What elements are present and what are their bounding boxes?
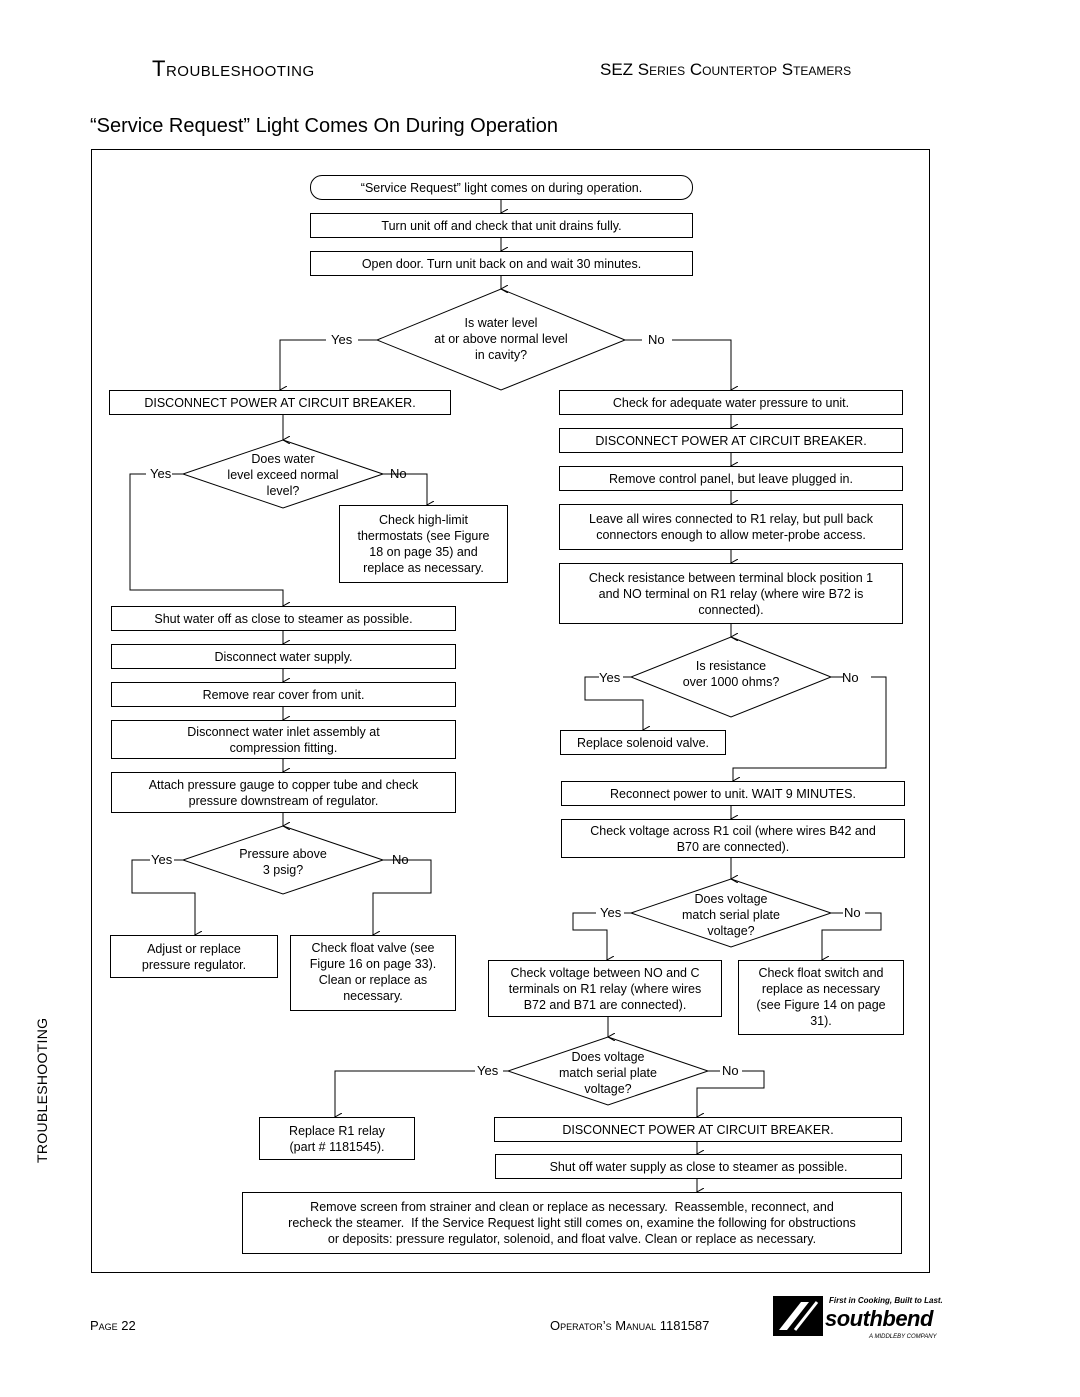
decision-water-level (375, 288, 627, 391)
step-check-drain: Turn unit off and check that unit drains… (310, 213, 693, 238)
decision-voltage-2 (506, 1036, 710, 1106)
decision-exceed (181, 439, 385, 509)
no-label: No (722, 1063, 739, 1078)
step-disconnect-power-left: DISCONNECT POWER AT CIRCUIT BREAKER. (109, 390, 451, 415)
no-label: No (390, 466, 407, 481)
step-attach-gauge: Attach pressure gauge to copper tube and… (111, 772, 456, 813)
product-header: SEZ Series Countertop Steamers (600, 60, 852, 79)
decision-resistance (629, 636, 833, 718)
page-title: “Service Request” Light Comes On During … (90, 115, 558, 137)
decision-water-level-text: Is water level at or above normal level … (434, 316, 568, 362)
step-check-resistance: Check resistance between terminal block … (559, 563, 903, 624)
step-check-float-switch: Check float switch and replace as necess… (738, 960, 904, 1035)
decision-pressure-text: Pressure above 3 psig? (239, 847, 327, 877)
logo-brand: southbend (825, 1306, 933, 1331)
step-disconnect-inlet: Disconnect water inlet assembly at compr… (111, 720, 456, 759)
step-disconnect-water: Disconnect water supply. (111, 644, 456, 669)
no-label: No (392, 852, 409, 867)
decision-voltage-text: Does voltage match serial plate voltage? (682, 892, 780, 938)
no-label: No (648, 332, 665, 347)
step-check-float-valve: Check float valve (see Figure 16 on page… (290, 935, 456, 1011)
logo-tagline: First in Cooking, Built to Last. (829, 1296, 943, 1305)
decision-pressure (181, 825, 385, 895)
decision-voltage-1 (629, 878, 833, 948)
manual-number: Operator’s Manual 1181587 (550, 1318, 710, 1333)
yes-label: Yes (151, 852, 173, 867)
step-check-voltage-coil: Check voltage across R1 coil (where wire… (561, 819, 905, 858)
no-label: No (844, 905, 861, 920)
flowchart-frame (91, 149, 930, 1273)
page-number: Page 22 (90, 1318, 136, 1333)
yes-label: Yes (600, 905, 622, 920)
yes-label: Yes (599, 670, 621, 685)
step-disconnect-power-right: DISCONNECT POWER AT CIRCUIT BREAKER. (559, 428, 903, 453)
step-reconnect-power: Reconnect power to unit. WAIT 9 MINUTES. (561, 781, 905, 806)
step-check-voltage-no-c: Check voltage between NO and C terminals… (488, 960, 722, 1017)
southbend-logo: First in Cooking, Built to Last. southbe… (773, 1294, 943, 1344)
step-shut-off-supply: Shut off water supply as close to steame… (495, 1154, 902, 1179)
step-final-instructions: Remove screen from strainer and clean or… (242, 1192, 902, 1254)
step-check-water-pressure: Check for adequate water pressure to uni… (559, 390, 903, 415)
start-terminal: “Service Request” light comes on during … (310, 175, 693, 200)
decision-voltage-2-text: Does voltage match serial plate voltage? (559, 1050, 657, 1096)
step-replace-solenoid: Replace solenoid valve. (560, 730, 726, 755)
step-leave-wires: Leave all wires connected to R1 relay, b… (559, 504, 903, 550)
decision-resistance-text: Is resistance over 1000 ohms? (682, 659, 780, 689)
yes-label: Yes (477, 1063, 499, 1078)
step-check-high-limit: Check high-limit thermostats (see Figure… (339, 505, 508, 583)
step-adjust-regulator: Adjust or replace pressure regulator. (110, 935, 278, 978)
no-label: No (842, 670, 859, 685)
logo-subtitle: A MIDDLEBY COMPANY (869, 1334, 937, 1340)
decision-exceed-text: Does water level exceed normal level? (227, 452, 339, 498)
section-header: Troubleshooting (152, 56, 315, 81)
step-replace-r1-relay: Replace R1 relay (part # 1181545). (259, 1117, 415, 1160)
step-shut-water: Shut water off as close to steamer as po… (111, 606, 456, 631)
step-remove-control-panel: Remove control panel, but leave plugged … (559, 466, 903, 491)
step-remove-rear-cover: Remove rear cover from unit. (111, 682, 456, 707)
yes-label: Yes (150, 466, 172, 481)
yes-label: Yes (331, 332, 353, 347)
step-open-door: Open door. Turn unit back on and wait 30… (310, 251, 693, 276)
logo-mark-icon (773, 1296, 823, 1336)
step-disconnect-power-bottom: DISCONNECT POWER AT CIRCUIT BREAKER. (494, 1117, 902, 1142)
